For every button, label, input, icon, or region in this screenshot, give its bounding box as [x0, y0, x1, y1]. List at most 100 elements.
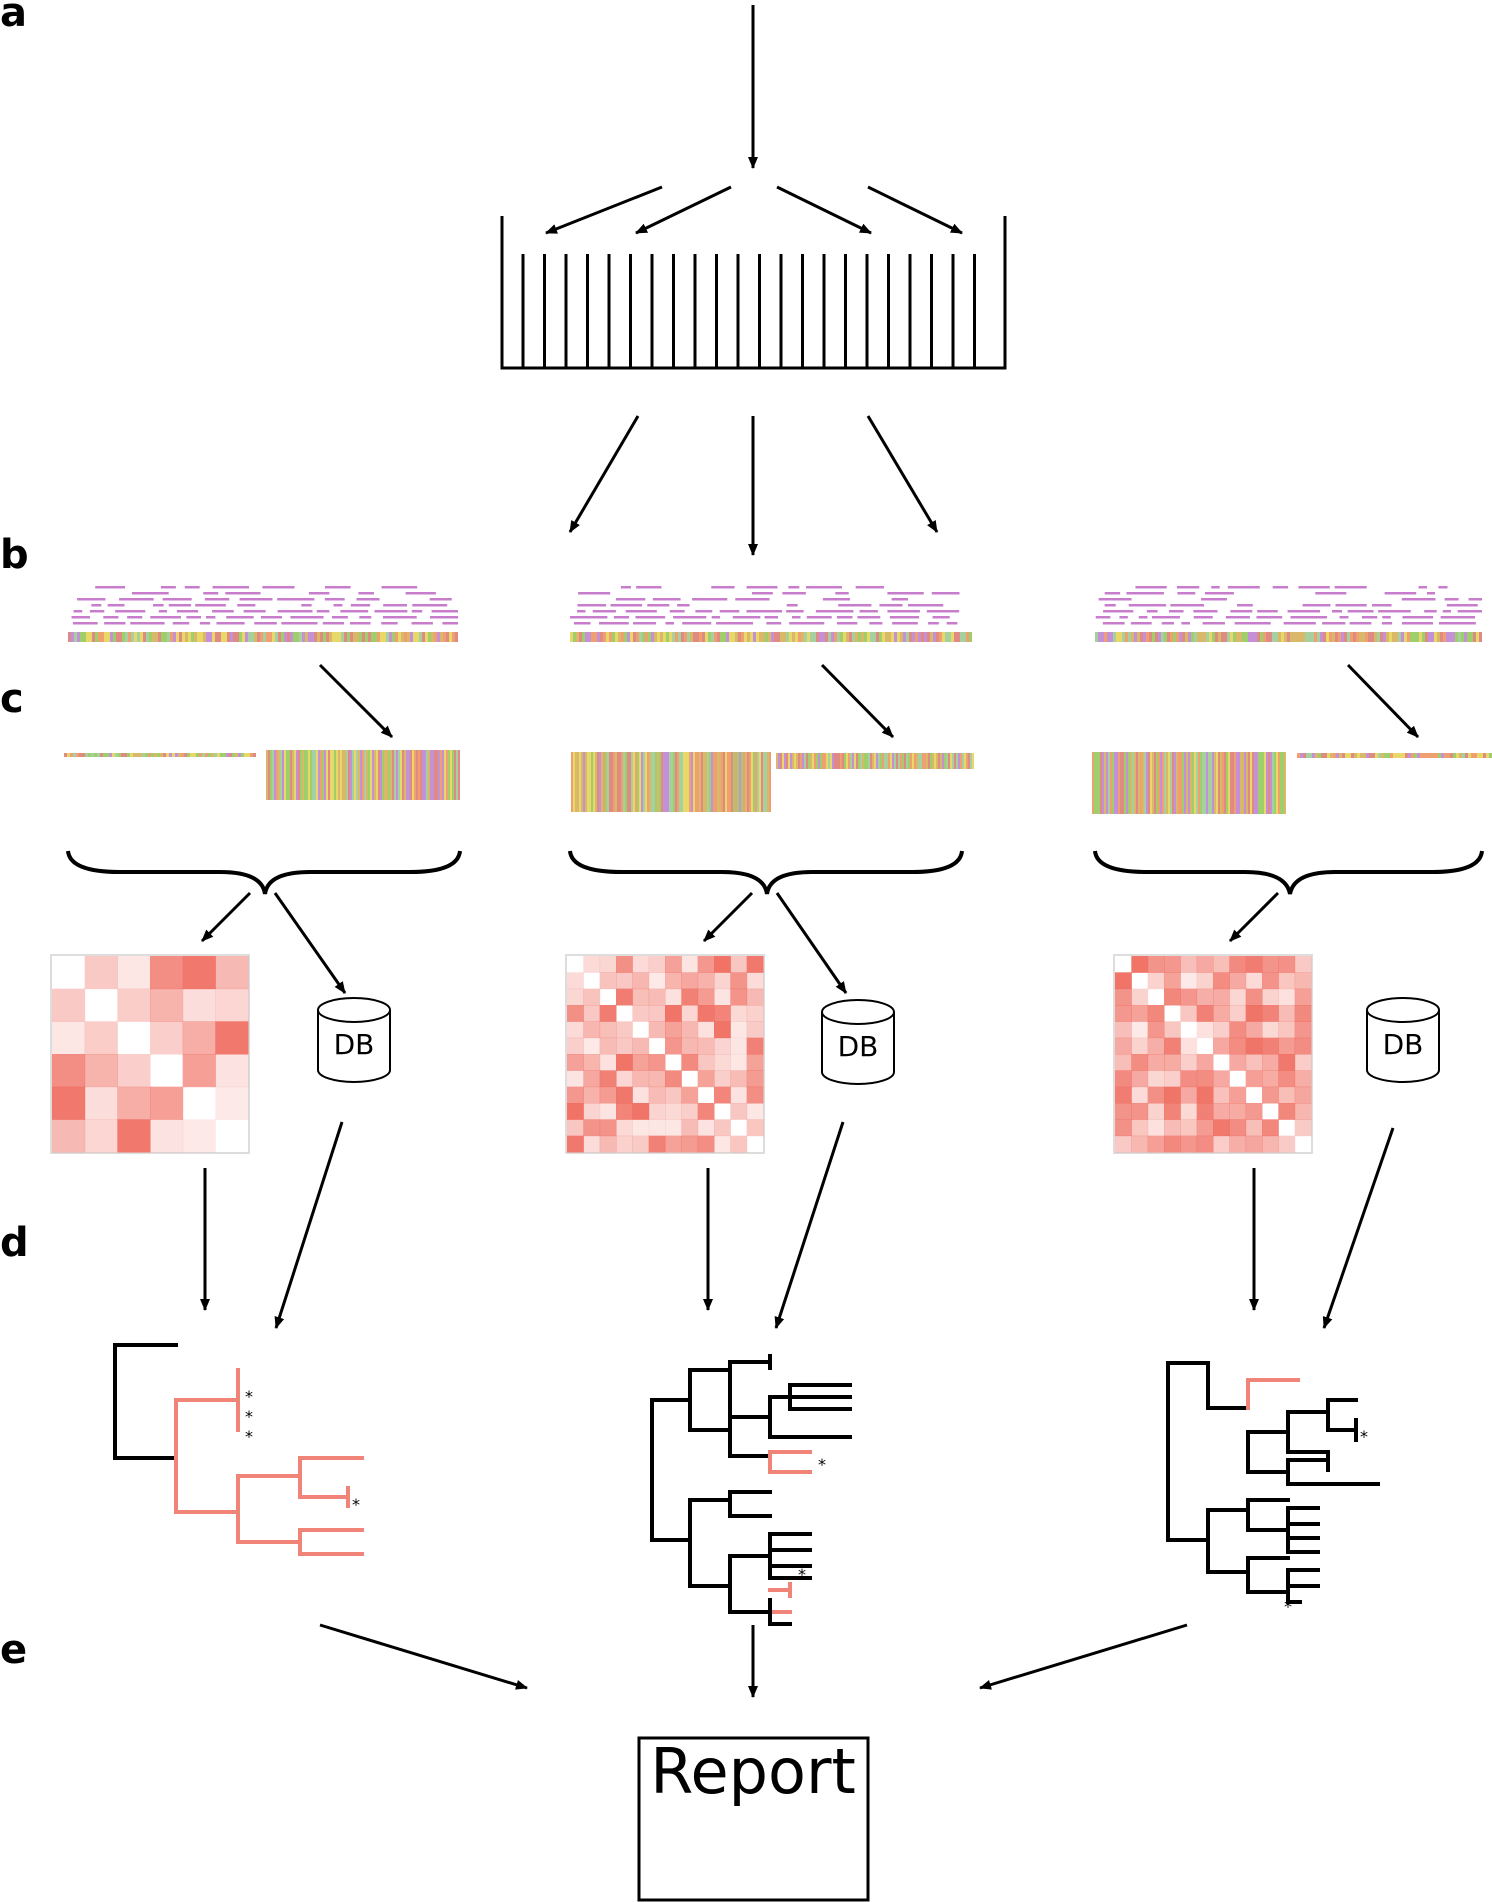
- alignment-column: [715, 752, 717, 812]
- alignment-column: [1315, 753, 1318, 758]
- alignment-column: [109, 753, 112, 757]
- alignment-column: [229, 753, 232, 757]
- read-segment: [1384, 592, 1417, 595]
- read-segment: [836, 616, 853, 619]
- consensus-base: [203, 632, 206, 642]
- matrix-cell: [117, 1086, 151, 1120]
- consensus-base: [449, 632, 452, 642]
- alignment-column: [713, 752, 715, 812]
- consensus-base: [816, 632, 819, 642]
- consensus-base: [68, 632, 71, 642]
- alignment-column: [1435, 753, 1438, 758]
- panel-label-a: a: [0, 0, 27, 36]
- matrix-cell: [583, 1103, 601, 1120]
- alignment-column: [689, 752, 691, 812]
- matrix-cell: [599, 1103, 617, 1120]
- read-segment: [239, 598, 273, 601]
- read-segment: [1372, 604, 1392, 607]
- consensus-base: [1263, 632, 1266, 642]
- alignment-column: [73, 753, 76, 757]
- alignment-column: [932, 753, 934, 769]
- matrix-cell: [215, 988, 249, 1022]
- consensus-base: [1107, 632, 1110, 642]
- alignment-column: [64, 753, 67, 757]
- alignment-column: [1474, 753, 1477, 758]
- consensus-base: [1143, 632, 1146, 642]
- consensus-base: [233, 632, 236, 642]
- alignment-column: [1148, 752, 1150, 814]
- consensus-base: [119, 632, 122, 642]
- alignment-column: [380, 750, 382, 800]
- alignment-column: [1122, 752, 1124, 814]
- alignment-column: [613, 752, 615, 812]
- matrix-cell: [1213, 1119, 1230, 1137]
- consensus-base: [900, 632, 903, 642]
- matrix-cell: [746, 1070, 764, 1088]
- consensus-base: [627, 632, 630, 642]
- consensus-base: [320, 632, 323, 642]
- alignment-column: [338, 750, 340, 800]
- alignment-column: [290, 750, 292, 800]
- alignment-column: [294, 750, 296, 800]
- alignment-column: [139, 753, 142, 757]
- alignment-column: [226, 753, 229, 757]
- consensus-base: [302, 632, 305, 642]
- alignment-column: [142, 753, 145, 757]
- matrix-cell: [1278, 1103, 1296, 1120]
- matrix-cell: [1147, 1103, 1165, 1120]
- sequence-arrow-3: [866, 415, 939, 533]
- consensus-base: [1347, 632, 1350, 642]
- alignment-column: [1162, 752, 1164, 814]
- alignment-column: [430, 750, 432, 800]
- matrix-cell: [681, 988, 699, 1006]
- matrix-cell: [1229, 972, 1247, 990]
- read-segment: [695, 610, 713, 613]
- alignment-column: [1102, 752, 1104, 814]
- matrix-cell: [599, 1119, 617, 1137]
- alignment-column: [816, 753, 818, 769]
- alignment-column: [926, 753, 928, 769]
- matrix-cell: [599, 1070, 617, 1088]
- read-segment: [1382, 616, 1391, 619]
- matrix-cell: [599, 1054, 617, 1071]
- consensus-base: [1254, 632, 1257, 642]
- read-segment: [1176, 586, 1200, 589]
- read-segment: [1170, 604, 1205, 607]
- matrix-cell: [1115, 972, 1132, 990]
- matrix-cell: [730, 1135, 748, 1153]
- alignment-column: [719, 752, 721, 812]
- matrix-cell: [1196, 988, 1214, 1006]
- matrix-cell: [714, 1005, 731, 1022]
- alignment-column: [651, 752, 653, 812]
- matrix-cell: [183, 1087, 216, 1120]
- matrix-cell: [1245, 1135, 1263, 1153]
- alignment-column: [1208, 752, 1210, 814]
- matrix-cell: [52, 1021, 86, 1055]
- matrix-cell: [1262, 1005, 1279, 1022]
- alignment-column: [878, 753, 880, 769]
- alignment-column: [1309, 753, 1312, 758]
- column-3: DB * *: [1092, 586, 1492, 1616]
- read-segment: [926, 610, 960, 613]
- consensus-base: [1131, 632, 1134, 642]
- matrix-cell: [632, 988, 650, 1006]
- matrix-cell: [1229, 1119, 1247, 1137]
- read-segment: [1201, 598, 1227, 601]
- matrix-cell: [665, 1135, 682, 1153]
- alignment-column: [362, 750, 364, 800]
- report-box: [637, 1736, 870, 1902]
- alignment-column: [1441, 753, 1444, 758]
- consensus-base: [104, 632, 107, 642]
- alignment-column: [1480, 753, 1483, 758]
- consensus-base: [425, 632, 428, 642]
- extract-arrow: [820, 663, 895, 739]
- consensus-base: [945, 632, 948, 642]
- matrix-cell: [1115, 1005, 1132, 1022]
- matrix-cell: [714, 972, 731, 990]
- consensus-base: [720, 632, 723, 642]
- alignment-column: [661, 752, 663, 812]
- matrix-cell: [1245, 956, 1263, 973]
- read-segment: [1418, 586, 1428, 589]
- matrix-cell: [1196, 1103, 1214, 1120]
- read-segment: [308, 592, 330, 595]
